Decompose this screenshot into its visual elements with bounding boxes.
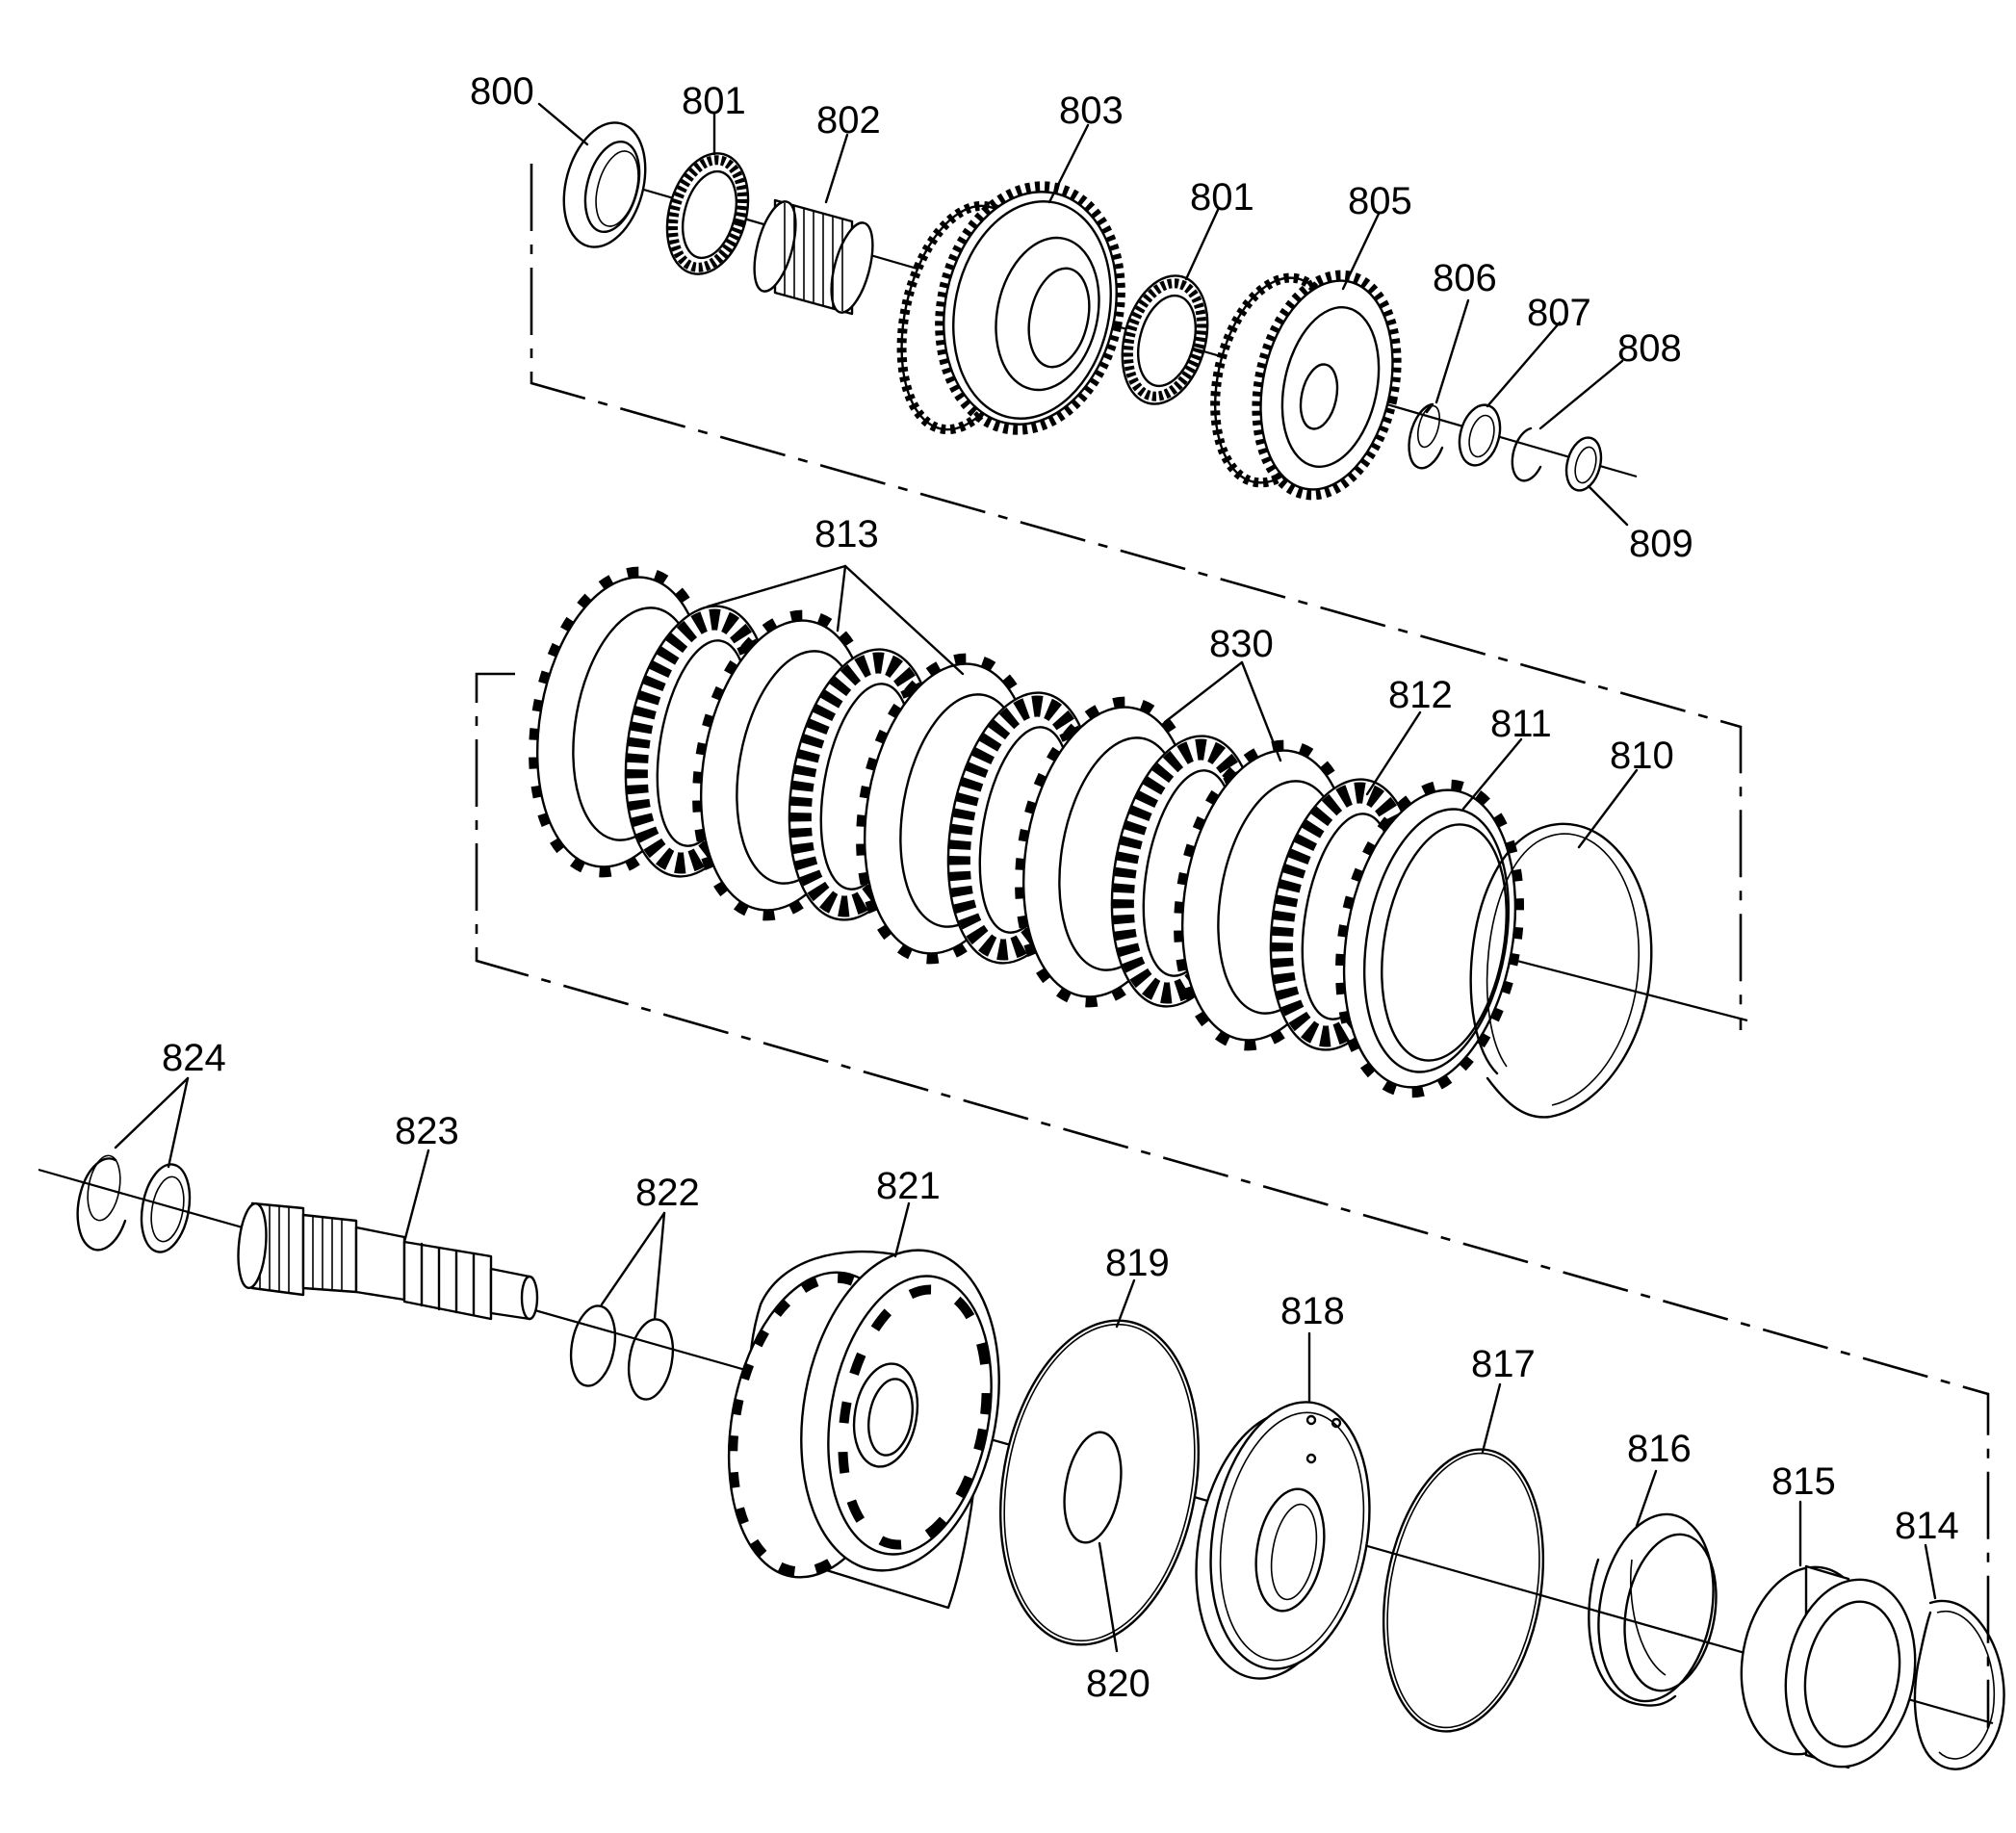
piston-818 — [1195, 1401, 1371, 1680]
callout-807: 807 — [1527, 292, 1591, 334]
snap-ring-824a — [76, 1157, 127, 1252]
callout-823: 823 — [395, 1110, 459, 1152]
callout-801-right: 801 — [1190, 176, 1254, 219]
callout-802: 802 — [816, 99, 881, 142]
callout-813: 813 — [814, 513, 879, 555]
bearing-801-left — [665, 152, 750, 275]
seal-822a — [569, 1304, 617, 1387]
callout-805: 805 — [1348, 180, 1412, 222]
snap-ring-814 — [1913, 1599, 2005, 1770]
snap-ring-808 — [1511, 426, 1542, 482]
callout-820: 820 — [1086, 1663, 1150, 1705]
washer-809 — [1564, 436, 1603, 492]
shaft-823 — [237, 1201, 539, 1321]
seal-822b — [627, 1318, 675, 1401]
callout-822: 822 — [635, 1172, 700, 1214]
callout-815: 815 — [1771, 1460, 1836, 1503]
gear-803 — [896, 181, 1125, 435]
snap-ring-806 — [1408, 402, 1444, 470]
ring-820 — [1063, 1431, 1123, 1544]
callout-811: 811 — [1490, 703, 1552, 745]
callout-803: 803 — [1059, 90, 1124, 132]
housing-821 — [727, 1249, 1000, 1610]
callout-808: 808 — [1617, 327, 1682, 370]
needle-bearing-802 — [753, 198, 874, 316]
callout-814: 814 — [1895, 1505, 1959, 1547]
seal-800 — [562, 121, 647, 248]
gear-805 — [1210, 270, 1402, 501]
callout-824: 824 — [162, 1037, 226, 1079]
callout-809: 809 — [1629, 523, 1693, 565]
spring-816 — [1588, 1512, 1718, 1707]
ring-817 — [1382, 1448, 1545, 1733]
bearing-815 — [1740, 1564, 1917, 1769]
callout-801-left: 801 — [682, 80, 746, 122]
callout-810: 810 — [1610, 735, 1674, 777]
disc-819 — [998, 1319, 1201, 1646]
callout-817: 817 — [1471, 1343, 1536, 1385]
clutch-pack — [529, 566, 1653, 1119]
phantom-connectors — [475, 164, 1990, 1728]
callout-812: 812 — [1388, 674, 1453, 716]
snap-ring-810 — [1469, 822, 1653, 1119]
bearing-801-right — [1121, 274, 1209, 405]
washer-807 — [1458, 403, 1502, 467]
callout-821: 821 — [876, 1165, 941, 1207]
callout-labels: 800 801 802 803 801 805 806 807 808 809 … — [162, 70, 1959, 1705]
callout-818: 818 — [1280, 1290, 1345, 1332]
callout-830: 830 — [1209, 623, 1274, 665]
bottom-assembly — [76, 1154, 2005, 1770]
snap-ring-806-inner — [1416, 404, 1441, 449]
middle-group-connector — [475, 672, 1990, 1728]
snap-ring-824b — [140, 1163, 192, 1253]
top-assembly — [562, 121, 1603, 501]
callout-819: 819 — [1105, 1242, 1170, 1284]
callout-816: 816 — [1627, 1428, 1692, 1470]
snap-ring-824a-inner — [87, 1154, 121, 1222]
callout-800: 800 — [470, 70, 534, 113]
top-group-connector — [530, 164, 1743, 1030]
leader-lines — [114, 102, 1937, 1653]
callout-806: 806 — [1433, 257, 1497, 299]
